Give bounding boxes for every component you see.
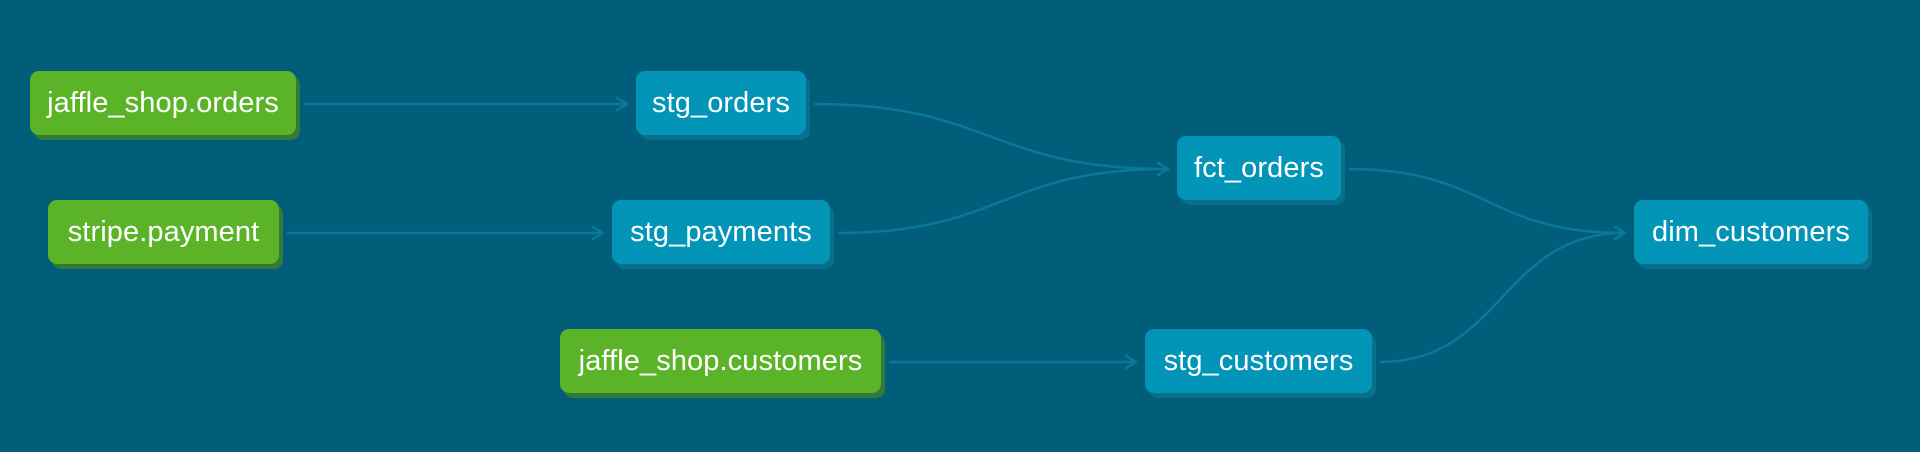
arrowhead-stg_orders xyxy=(615,96,629,112)
node-label: stg_orders xyxy=(651,86,790,119)
edge-stg_payments-to-fct_orders xyxy=(837,167,1168,235)
node-stg-orders[interactable]: stg_orders xyxy=(636,71,806,135)
node-jaffle-shop-orders[interactable]: jaffle_shop.orders xyxy=(30,71,296,135)
node-label: dim_customers xyxy=(1652,215,1850,248)
arrowhead-stg_customers xyxy=(1124,354,1138,370)
node-stripe-payment[interactable]: stripe.payment xyxy=(48,200,279,264)
edge-stg_customers-to-dim_customers xyxy=(1379,231,1625,364)
node-stg-payments[interactable]: stg_payments xyxy=(612,200,830,264)
node-label: fct_orders xyxy=(1194,151,1324,184)
edge-fct_orders-to-dim_customers xyxy=(1348,167,1625,235)
arrowhead-stg_payments xyxy=(591,225,605,241)
node-label: jaffle_shop.orders xyxy=(47,86,279,119)
arrowhead-dim_customers xyxy=(1613,225,1627,241)
node-label: stripe.payment xyxy=(67,215,260,248)
edge-stg_orders-to-fct_orders xyxy=(813,102,1168,171)
node-label: stg_customers xyxy=(1163,344,1354,377)
arrowhead-fct_orders xyxy=(1156,161,1170,177)
node-dim-customers[interactable]: dim_customers xyxy=(1634,200,1868,264)
node-label: jaffle_shop.customers xyxy=(578,344,863,377)
node-fct-orders[interactable]: fct_orders xyxy=(1177,136,1341,200)
node-label: stg_payments xyxy=(630,215,812,248)
node-jaffle-shop-customers[interactable]: jaffle_shop.customers xyxy=(560,329,881,393)
node-stg-customers[interactable]: stg_customers xyxy=(1145,329,1372,393)
